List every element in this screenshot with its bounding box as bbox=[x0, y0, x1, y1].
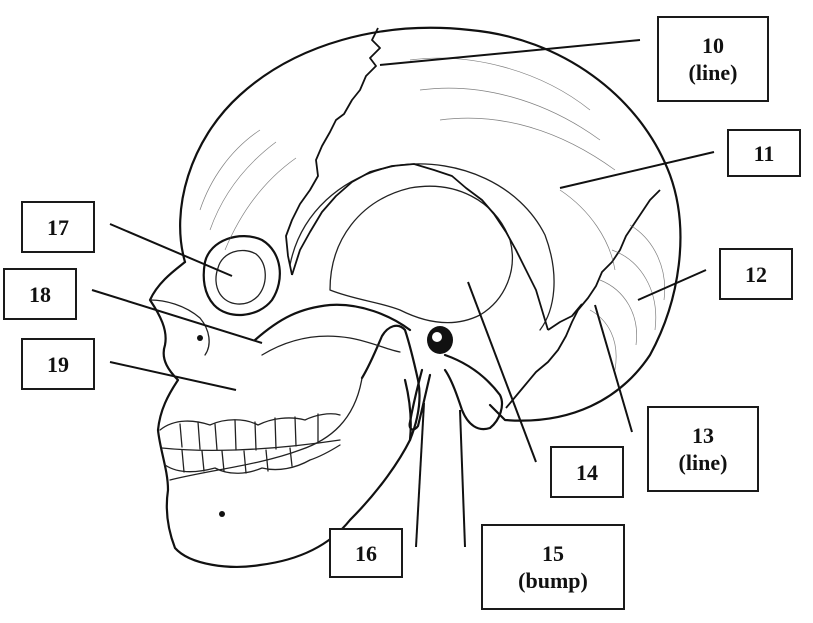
styloid-process bbox=[408, 368, 432, 431]
mandible-angle-line bbox=[169, 377, 363, 481]
label-10: 10 (line) bbox=[657, 16, 769, 102]
facial-profile-outline bbox=[148, 260, 412, 568]
zygomatic-arch bbox=[253, 303, 412, 342]
label-17-number: 17 bbox=[47, 214, 69, 240]
mental-foramen bbox=[219, 511, 225, 517]
label-15-note: (bump) bbox=[518, 568, 588, 593]
temporal-squama bbox=[329, 185, 514, 324]
orbit-inner bbox=[215, 249, 266, 305]
occipital-shading bbox=[589, 224, 666, 371]
label-18: 18 bbox=[3, 268, 77, 320]
label-19: 19 bbox=[21, 338, 95, 390]
lower-teeth bbox=[164, 444, 341, 474]
orbit-outline bbox=[202, 235, 281, 317]
leader-line-12 bbox=[637, 269, 707, 301]
leader-line-17 bbox=[109, 223, 233, 277]
leader-line-15 bbox=[459, 409, 466, 548]
leader-line-16 bbox=[415, 402, 425, 548]
label-12: 12 bbox=[719, 248, 793, 300]
teeth-occlusal-line bbox=[161, 439, 341, 452]
temporal-line-curve bbox=[289, 163, 555, 331]
label-16-number: 16 bbox=[355, 540, 377, 566]
lambdoid-suture bbox=[505, 189, 661, 409]
leader-line-14 bbox=[467, 281, 537, 463]
label-14: 14 bbox=[550, 446, 624, 498]
label-15-number: 15 bbox=[542, 541, 564, 566]
label-10-number: 10 bbox=[702, 33, 724, 58]
leader-line-11 bbox=[559, 151, 715, 189]
label-18-number: 18 bbox=[29, 281, 51, 307]
leader-line-10 bbox=[379, 39, 641, 66]
label-13-note: (line) bbox=[678, 450, 728, 475]
label-11-number: 11 bbox=[753, 140, 775, 166]
label-19-number: 19 bbox=[47, 351, 69, 377]
infraorbital-foramen bbox=[197, 335, 203, 341]
leader-line-19 bbox=[109, 361, 237, 391]
label-12-number: 12 bbox=[745, 261, 767, 287]
label-16: 16 bbox=[329, 528, 403, 578]
tooth-divisions bbox=[179, 413, 319, 474]
label-10-note: (line) bbox=[688, 60, 738, 85]
external-acoustic-meatus bbox=[427, 326, 453, 354]
coronal-suture bbox=[285, 27, 381, 276]
mastoid-process bbox=[443, 353, 504, 431]
label-14-number: 14 bbox=[576, 459, 598, 485]
leader-line-13 bbox=[594, 304, 633, 433]
parietomastoid-suture bbox=[547, 303, 583, 331]
cranium-outline bbox=[179, 26, 682, 422]
nasal-outline bbox=[149, 299, 210, 356]
label-13-number: 13 bbox=[692, 423, 714, 448]
mandible-ramus-outline bbox=[360, 324, 421, 442]
upper-teeth bbox=[159, 413, 341, 431]
bone-texture bbox=[199, 57, 616, 271]
label-13: 13 (line) bbox=[647, 406, 759, 492]
leader-line-18 bbox=[91, 289, 263, 344]
label-17: 17 bbox=[21, 201, 95, 253]
label-15: 15 (bump) bbox=[481, 524, 625, 610]
label-11: 11 bbox=[727, 129, 801, 177]
zygomatic-arch-lower bbox=[261, 335, 401, 356]
squamous-suture bbox=[291, 163, 549, 331]
